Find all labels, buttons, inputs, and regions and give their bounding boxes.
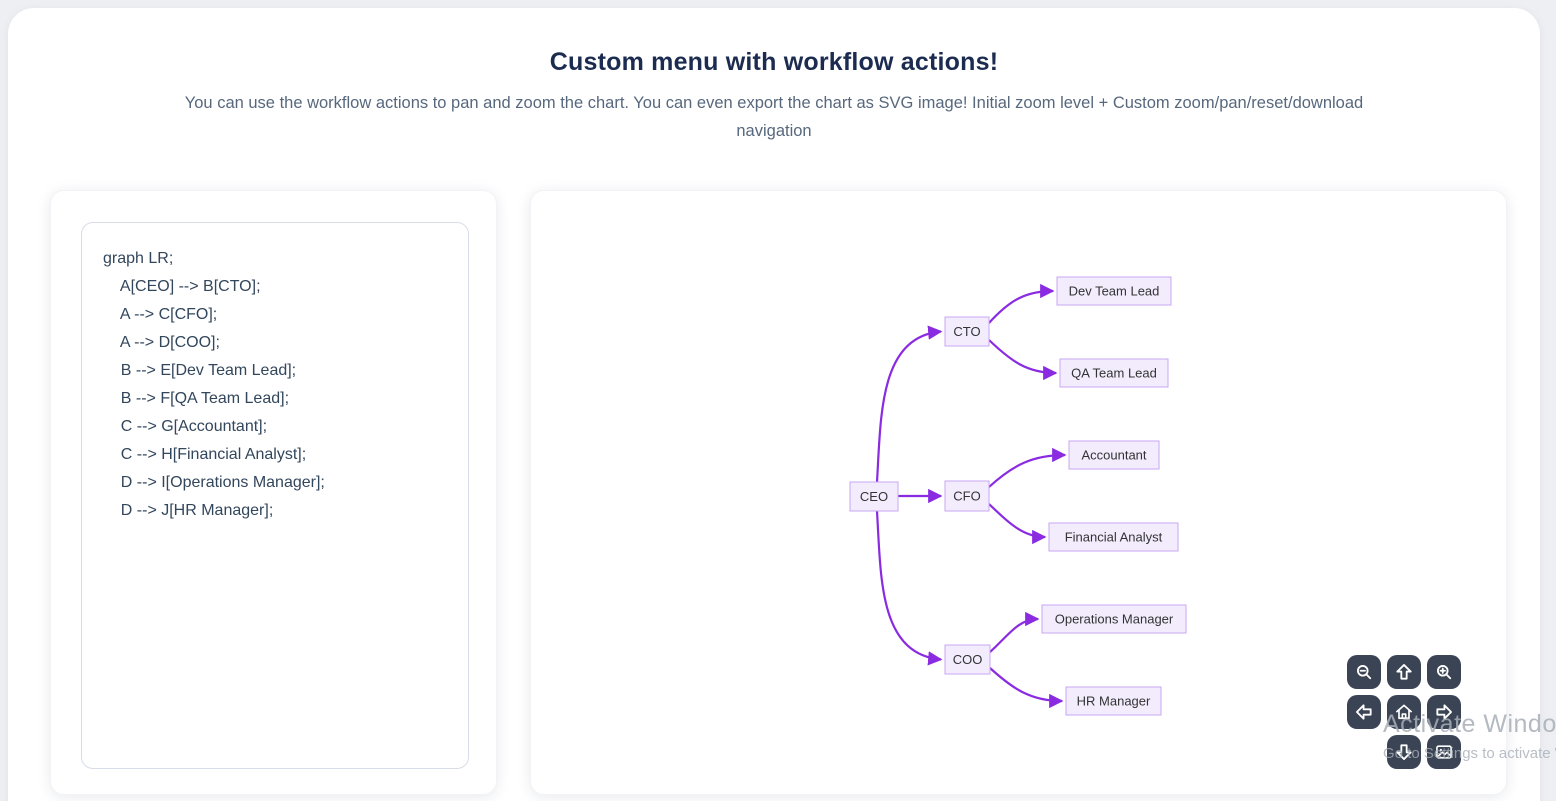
svg-text:CEO: CEO [860, 489, 888, 504]
diagram-node-qa-team-lead: QA Team Lead [1059, 358, 1169, 388]
code-line: D --> I[Operations Manager]; [103, 474, 325, 491]
diagram-edge-A-D [875, 510, 943, 666]
diagram-edge-B-E [988, 283, 1055, 324]
pan-right-button[interactable] [1427, 695, 1461, 729]
code-line: A --> C[CFO]; [103, 306, 218, 323]
diagram-node-financial-analyst: Financial Analyst [1048, 522, 1179, 552]
svg-text:Operations Manager: Operations Manager [1055, 612, 1174, 627]
code-line: B --> F[QA Team Lead]; [103, 390, 290, 407]
diagram-node-coo: COO [944, 644, 991, 675]
svg-text:QA Team Lead: QA Team Lead [1071, 366, 1157, 381]
diagram-node-operations-manager: Operations Manager [1041, 604, 1187, 634]
page-title: Custom menu with workflow actions! [549, 48, 999, 76]
diagram-node-dev-team-lead: Dev Team Lead [1056, 276, 1172, 306]
diagram-edge-C-H [988, 503, 1047, 545]
diagram-node-ceo: CEO [849, 481, 899, 512]
code-line: B --> E[Dev Team Lead]; [103, 362, 297, 379]
zoom-in-button[interactable] [1427, 655, 1461, 689]
content-panels: graph LR; A[CEO] --> B[CTO]; A --> C[CFO… [50, 190, 1507, 795]
svg-text:CTO: CTO [953, 324, 980, 339]
diagram-node-hr-manager: HR Manager [1065, 686, 1162, 716]
page-subtitle-line1: You can use the workflow actions to pan … [184, 94, 1364, 112]
svg-text:HR Manager: HR Manager [1077, 694, 1151, 709]
nav-grid-spacer [1347, 735, 1381, 769]
code-line: graph LR; [103, 250, 174, 267]
code-line: D --> J[HR Manager]; [103, 502, 274, 519]
arrow-right-icon [1436, 704, 1452, 720]
magnifier-plus-icon [1436, 664, 1452, 680]
diagram-edge-D-J [989, 667, 1064, 709]
svg-text:CFO: CFO [953, 489, 980, 504]
pan-down-button[interactable] [1387, 735, 1421, 769]
diagram-edge-A-B [875, 325, 943, 483]
svg-text:Accountant: Accountant [1081, 448, 1146, 463]
diagram-edge-D-I [989, 611, 1040, 653]
arrow-down-icon [1396, 744, 1412, 760]
pan-left-button[interactable] [1347, 695, 1381, 729]
reset-view-button[interactable] [1387, 695, 1421, 729]
svg-text:COO: COO [953, 652, 983, 667]
page-subtitle-line2: navigation [736, 122, 812, 140]
code-line: C --> H[Financial Analyst]; [103, 446, 307, 463]
workflow-actions-menu [1347, 655, 1461, 769]
svg-text:Dev Team Lead: Dev Team Lead [1069, 284, 1160, 299]
code-line: C --> G[Accountant]; [103, 418, 268, 435]
diagram-node-cfo: CFO [944, 480, 990, 512]
zoom-out-button[interactable] [1347, 655, 1381, 689]
pan-up-button[interactable] [1387, 655, 1421, 689]
download-svg-button[interactable] [1427, 735, 1461, 769]
magnifier-minus-icon [1356, 664, 1372, 680]
diagram-node-accountant: Accountant [1068, 440, 1160, 470]
svg-text:Financial Analyst: Financial Analyst [1065, 530, 1163, 545]
image-icon [1436, 745, 1452, 759]
arrow-left-icon [1356, 704, 1372, 720]
diagram-edge-C-G [988, 447, 1067, 488]
code-panel-card: graph LR; A[CEO] --> B[CTO]; A --> C[CFO… [50, 190, 497, 795]
flowchart-canvas[interactable]: CEO CTO CFO COO Dev Team Lead QA Team LeadAcc… [531, 191, 1508, 796]
diagram-node-cto: CTO [944, 316, 990, 347]
code-line: A[CEO] --> B[CTO]; [103, 278, 261, 295]
page-subtitle: You can use the workflow actions to pan … [64, 89, 1484, 145]
main-page-card: Custom menu with workflow actions! You c… [8, 8, 1540, 801]
home-icon [1396, 704, 1412, 720]
arrow-up-icon [1396, 664, 1412, 680]
diagram-edge-B-F [988, 339, 1058, 381]
mermaid-code-editor[interactable]: graph LR; A[CEO] --> B[CTO]; A --> C[CFO… [81, 222, 469, 769]
code-line: A --> D[COO]; [103, 334, 220, 351]
